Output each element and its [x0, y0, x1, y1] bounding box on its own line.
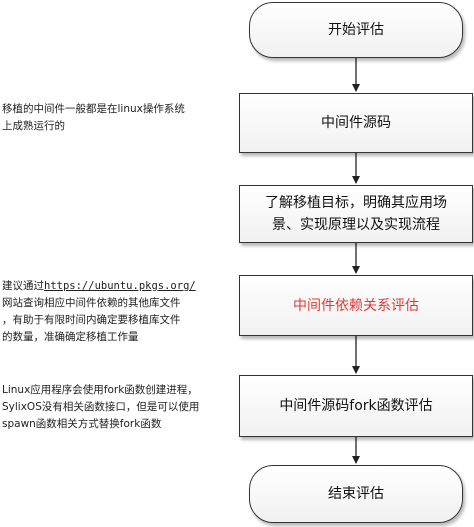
- end-label: 结束评估: [328, 486, 384, 502]
- step-dependency-box: 中间件依赖关系评估: [239, 275, 473, 336]
- note-dependency-line-4: 的数量，准确确定移植工作量: [2, 331, 139, 343]
- note-dependency-lookup: 建议通过https://ubuntu.pkgs.org/ 网站查询相应中间件依赖…: [2, 278, 196, 346]
- step-source-box: 中间件源码: [239, 93, 473, 153]
- step-dependency-label: 中间件依赖关系评估: [293, 297, 419, 314]
- step-goal-label: 了解移植目标，明确其应用场 景、实现原理以及实现流程: [265, 192, 447, 236]
- note-dependency-line-3: ，有助于有限时间内确定要移植库文件: [2, 314, 181, 326]
- note-linux-origin-line-2: 上成熟运行的: [2, 120, 65, 132]
- step-fork-box: 中间件源码fork函数评估: [239, 375, 473, 437]
- end-terminal: 结束评估: [249, 465, 463, 523]
- note-linux-origin-line-1: 移植的中间件一般都是在linux操作系统: [2, 103, 185, 115]
- step-goal-box: 了解移植目标，明确其应用场 景、实现原理以及实现流程: [239, 185, 473, 243]
- note-fork-replacement: Linux应用程序会使用fork函数创建进程， SylixOS没有相关函数接口，…: [2, 382, 199, 433]
- note-linux-origin: 移植的中间件一般都是在linux操作系统 上成熟运行的: [2, 101, 185, 135]
- step-goal-line-1: 了解移植目标，明确其应用场: [265, 195, 447, 211]
- start-terminal: 开始评估: [249, 2, 463, 58]
- pkgs-url-link[interactable]: https://ubuntu.pkgs.org/: [44, 280, 196, 292]
- note-fork-line-2: SylixOS没有相关函数接口，但是可以使用: [2, 401, 200, 413]
- note-fork-line-1: Linux应用程序会使用fork函数创建进程，: [2, 384, 198, 396]
- note-fork-line-3: spawn函数相关方式替换fork函数: [2, 418, 162, 430]
- step-goal-line-2: 景、实现原理以及实现流程: [272, 217, 440, 233]
- note-dependency-line-2: 网站查询相应中间件依赖的其他库文件: [2, 297, 181, 309]
- start-label: 开始评估: [328, 22, 384, 38]
- note-dependency-line-1: 建议通过https://ubuntu.pkgs.org/: [2, 278, 196, 295]
- step-fork-label: 中间件源码fork函数评估: [279, 398, 433, 414]
- step-source-label: 中间件源码: [321, 115, 391, 131]
- note-dependency-prefix: 建议通过: [2, 280, 44, 292]
